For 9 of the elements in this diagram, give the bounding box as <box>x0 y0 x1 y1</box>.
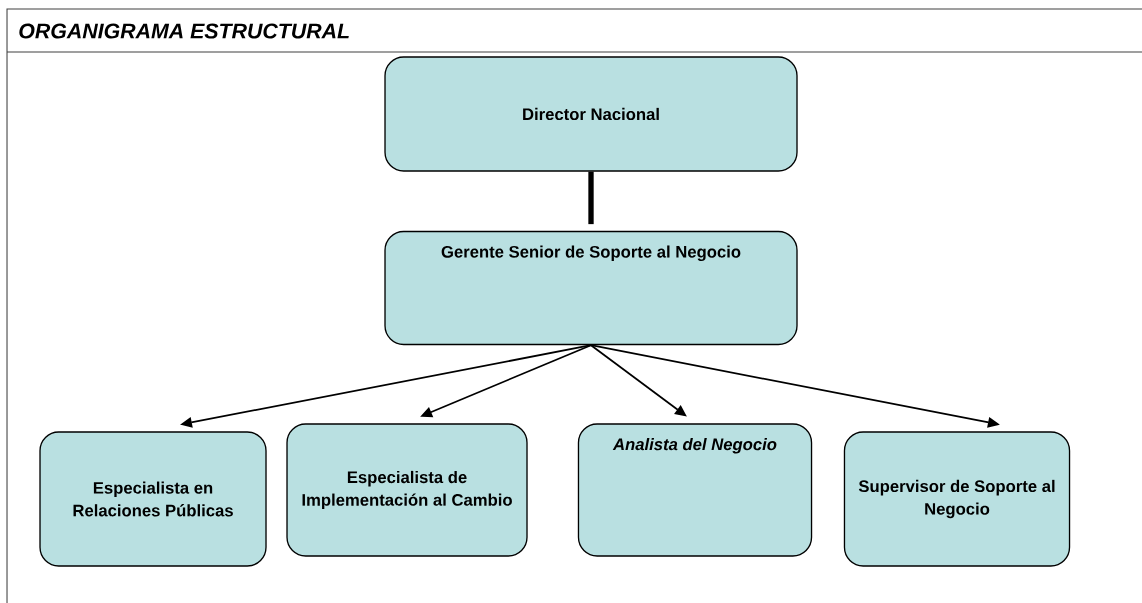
title: ORGANIGRAMA ESTRUCTURAL <box>19 23 349 39</box>
org-box: Supervisor de Soporte al Negocio <box>843 431 1071 567</box>
org-box: Especialista en Relaciones Públicas <box>39 431 267 567</box>
arrow <box>590 344 687 417</box>
org-box: Especialista de Implementación al Cambio <box>286 423 528 557</box>
connector-line <box>588 171 594 225</box>
org-box: Gerente Senior de Soporte al Negocio <box>384 230 798 346</box>
org-box: Director Nacional <box>384 56 798 172</box>
org-box: Analista del Negocio <box>577 423 813 557</box>
